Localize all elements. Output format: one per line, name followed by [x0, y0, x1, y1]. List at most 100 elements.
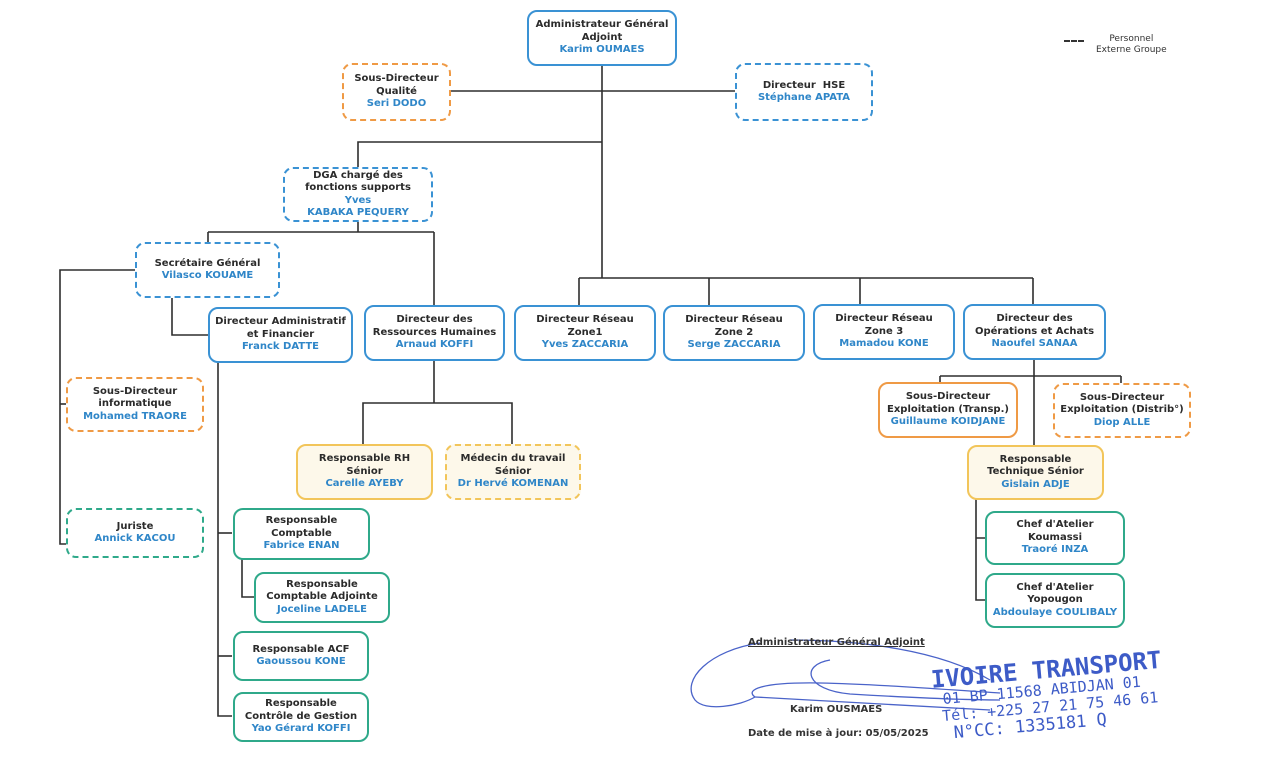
node-title: Juriste: [116, 520, 154, 532]
node-title: Directeur des: [396, 314, 473, 326]
node-title: Technique Sénior: [987, 466, 1084, 478]
node-directeur-reseau-zone2[interactable]: Directeur Réseau Zone 2 Serge ZACCARIA: [663, 305, 805, 361]
node-title: Zone1: [567, 326, 603, 338]
node-medecin-du-travail[interactable]: Médecin du travail Sénior Dr Hervé KOMEN…: [445, 444, 581, 500]
node-title: Chef d'Atelier: [1016, 519, 1094, 531]
node-title: Chef d'Atelier: [1016, 581, 1094, 593]
node-name: Arnaud KOFFI: [395, 339, 474, 351]
node-name: Gislain ADJE: [1001, 478, 1070, 490]
node-directeur-reseau-zone3[interactable]: Directeur Réseau Zone 3 Mamadou KONE: [813, 304, 955, 360]
node-secretaire-general[interactable]: Secrétaire Général Vilasco KOUAME: [135, 242, 280, 298]
connector-sg-daf: [171, 297, 208, 336]
node-directeur-hse[interactable]: Directeur HSE Stéphane APATA: [735, 63, 873, 121]
node-name: Naoufel SANAA: [991, 338, 1078, 350]
node-directeur-reseau-zone1[interactable]: Directeur Réseau Zone1 Yves ZACCARIA: [514, 305, 656, 361]
node-name: Carelle AYEBY: [325, 478, 404, 490]
signature-title: Administrateur Général Adjoint: [748, 637, 925, 648]
node-dga-fonctions-supports[interactable]: DGA chargé des fonctions supports Yves K…: [283, 167, 433, 222]
node-responsable-technique-senior[interactable]: Responsable Technique Sénior Gislain ADJ…: [967, 445, 1104, 500]
node-title: Directeur Réseau: [536, 314, 634, 326]
node-title: Contrôle de Gestion: [244, 710, 358, 722]
node-juriste[interactable]: Juriste Annick KACOU: [66, 508, 204, 558]
node-title: Adjoint: [581, 31, 623, 43]
node-title: Directeur Réseau: [685, 314, 783, 326]
node-title: Qualité: [376, 85, 417, 97]
node-name: Yves ZACCARIA: [541, 339, 629, 351]
node-title: DGA chargé des: [313, 169, 403, 181]
legend: Personnel Externe Groupe: [1064, 34, 1167, 56]
legend-label-line1: Personnel: [1109, 34, 1154, 44]
node-name: Joceline LADELE: [277, 603, 367, 615]
node-name: Gaoussou KONE: [256, 656, 346, 667]
node-name: Vilasco KOUAME: [161, 270, 254, 281]
node-name: Seri DODO: [366, 98, 427, 110]
node-title: Sous-Directeur: [905, 391, 991, 403]
node-name: Dr Hervé KOMENAN: [457, 478, 569, 490]
node-title: Sénior: [494, 465, 532, 477]
node-name: Abdoulaye COULIBALY: [992, 606, 1118, 618]
node-name: Fabrice ENAN: [263, 540, 340, 552]
node-title: Comptable Adjointe: [266, 591, 378, 603]
node-name: Yves: [344, 194, 372, 206]
node-title: Sénior: [346, 465, 383, 477]
node-title: Directeur Réseau: [835, 313, 933, 325]
node-responsable-comptable[interactable]: Responsable Comptable Fabrice ENAN: [233, 508, 370, 560]
node-administrateur-general-adjoint[interactable]: Administrateur Général Adjoint Karim OUM…: [527, 10, 677, 66]
node-sous-directeur-qualite[interactable]: Sous-Directeur Qualité Seri DODO: [342, 63, 451, 121]
connector-zones: [578, 277, 1034, 306]
node-name: Yao Gérard KOFFI: [251, 723, 351, 735]
node-title: Opérations et Achats: [974, 325, 1095, 337]
node-name: KABAKA PEQUERY: [307, 207, 409, 218]
node-title: Responsable RH: [318, 453, 411, 465]
node-directeur-operations-achats[interactable]: Directeur des Opérations et Achats Naouf…: [963, 304, 1106, 360]
node-name: Franck DATTE: [241, 341, 320, 353]
node-title: fonctions supports: [305, 182, 411, 193]
connector-sg-left: [59, 269, 136, 545]
node-directeur-administratif-financier[interactable]: Directeur Administratif et Financier Fra…: [208, 307, 353, 363]
node-name: Diop ALLE: [1093, 416, 1151, 428]
node-responsable-comptable-adjointe[interactable]: Responsable Comptable Adjointe Joceline …: [254, 572, 390, 623]
node-title: Responsable: [999, 453, 1072, 465]
node-title: Responsable ACF: [252, 643, 350, 655]
node-title: Responsable: [265, 698, 337, 710]
node-responsable-acf[interactable]: Responsable ACF Gaoussou KONE: [233, 631, 369, 681]
connector-tech-atelier: [975, 499, 985, 601]
connector-compta-adj: [241, 558, 254, 598]
node-title: et Financier: [246, 328, 315, 340]
node-name: Karim OUMAES: [559, 44, 645, 56]
node-title: Exploitation (Distrib°): [1060, 404, 1184, 416]
node-title: Secrétaire Général: [154, 257, 261, 269]
node-title: Directeur HSE: [762, 79, 846, 91]
node-sous-directeur-exploitation-transp[interactable]: Sous-Directeur Exploitation (Transp.) Gu…: [878, 382, 1018, 438]
node-name: Stéphane APATA: [757, 92, 851, 103]
node-title: Yopougon: [1027, 594, 1083, 606]
node-name: Guillaume KOIDJANE: [890, 416, 1006, 428]
node-directeur-ressources-humaines[interactable]: Directeur des Ressources Humaines Arnaud…: [364, 305, 505, 361]
node-title: Ressources Humaines: [372, 326, 497, 338]
node-title: Sous-Directeur: [354, 73, 439, 85]
connector-doa-sub: [939, 359, 1122, 445]
node-responsable-controle-gestion[interactable]: Responsable Contrôle de Gestion Yao Géra…: [233, 692, 369, 742]
node-sous-directeur-exploitation-distrib[interactable]: Sous-Directeur Exploitation (Distrib°) D…: [1053, 383, 1191, 438]
node-name: Mohamed TRAORE: [83, 410, 187, 422]
node-title: Médecin du travail: [460, 453, 566, 465]
node-title: Sous-Directeur: [1079, 391, 1165, 403]
node-title: Responsable: [265, 515, 338, 527]
node-title: Zone 3: [864, 325, 904, 337]
node-title: Zone 2: [714, 326, 754, 338]
legend-label-line2: Externe Groupe: [1096, 45, 1167, 55]
node-title: Sous-Directeur: [92, 385, 178, 397]
connector-daf-trunk: [217, 362, 232, 717]
legend-dashed-line: [1064, 40, 1084, 42]
update-date: Date de mise à jour: 05/05/2025: [748, 728, 929, 739]
node-sous-directeur-informatique[interactable]: Sous-Directeur informatique Mohamed TRAO…: [66, 377, 204, 432]
connector-dga-sg: [207, 231, 434, 243]
node-title: Comptable: [271, 527, 332, 539]
node-title: Administrateur Général: [535, 19, 669, 31]
node-chef-atelier-koumassi[interactable]: Chef d'Atelier Koumassi Traoré INZA: [985, 511, 1125, 565]
connector-drh-sub: [362, 360, 513, 444]
node-chef-atelier-yopougon[interactable]: Chef d'Atelier Yopougon Abdoulaye COULIB…: [985, 573, 1125, 628]
node-title: Koumassi: [1027, 531, 1083, 543]
node-responsable-rh-senior[interactable]: Responsable RH Sénior Carelle AYEBY: [296, 444, 433, 500]
